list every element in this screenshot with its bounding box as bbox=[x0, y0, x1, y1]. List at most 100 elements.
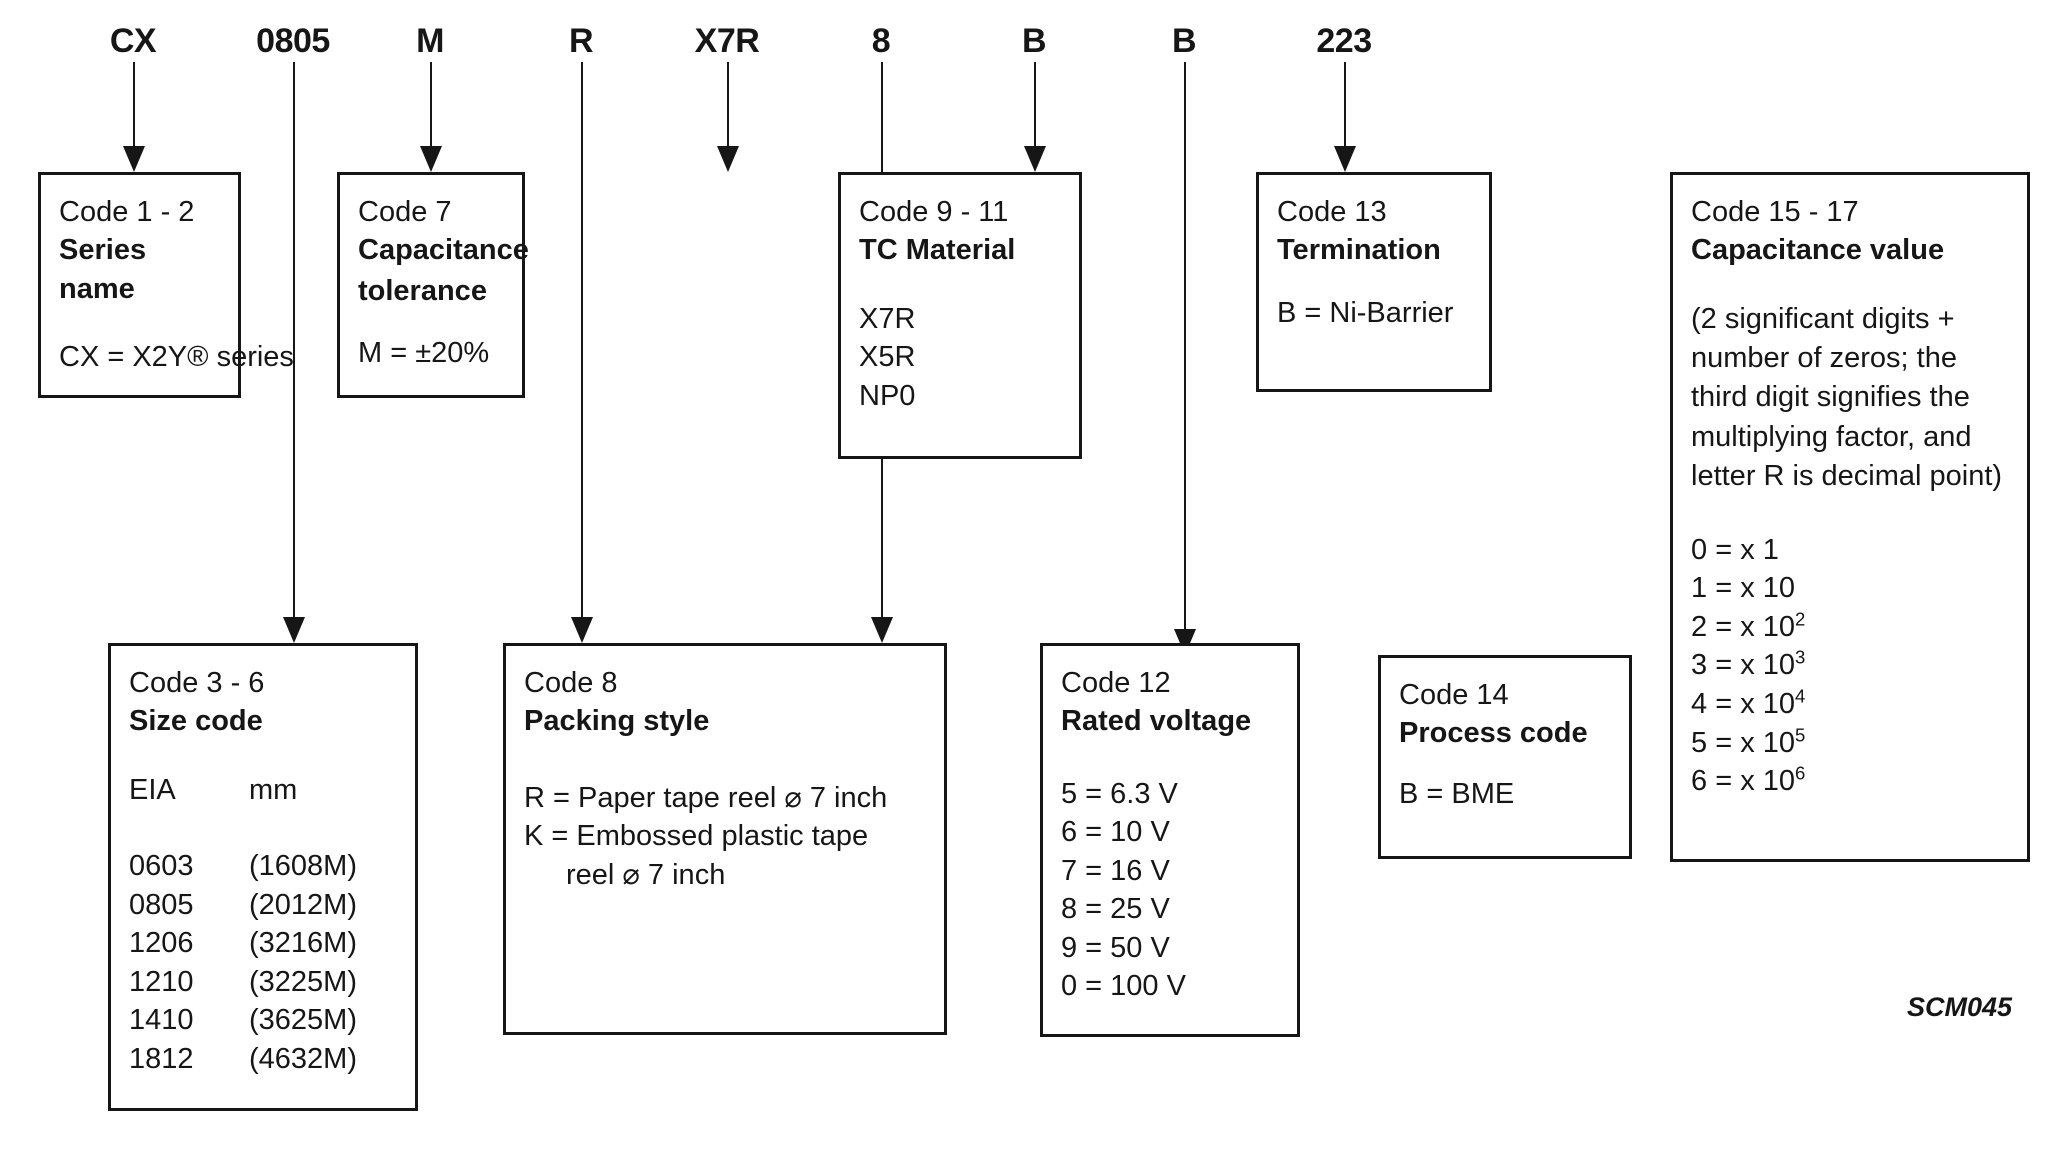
multiplier-row: 5 = x 105 bbox=[1691, 723, 1806, 759]
series-name-title: Series name bbox=[59, 234, 147, 305]
multiplier-factor: x 10 bbox=[1740, 765, 1796, 798]
capacitance-tolerance-line-1: M = ±20% bbox=[358, 336, 490, 369]
tc-material-line-1: X7R bbox=[859, 302, 916, 335]
capacitance-value-multiplier-list: 0 = x 1 1 = x 10 2 = x 102 3 = x 103 4 =… bbox=[1691, 531, 2013, 801]
size-code-header-eia: EIA bbox=[129, 773, 176, 806]
table-row: 0603 (1608M) bbox=[129, 847, 401, 886]
multiplier-factor: x 10 bbox=[1740, 572, 1796, 605]
box-termination: Code 13 Termination B = Ni-Barrier bbox=[1256, 172, 1492, 392]
size-code-eia: 0805 bbox=[129, 888, 194, 921]
multiplier-row: 3 = x 103 bbox=[1691, 646, 1806, 682]
multiplier-row: 0 = x 1 bbox=[1691, 533, 1779, 566]
multiplier-row: 2 = x 102 bbox=[1691, 608, 1806, 643]
table-row: 1410 (3625M) bbox=[129, 1001, 401, 1040]
multiplier-digit: 1 bbox=[1691, 572, 1708, 605]
connector-packing bbox=[581, 62, 583, 619]
code-label-tc-material: X7R bbox=[694, 22, 760, 60]
size-code-eia: 1206 bbox=[129, 927, 194, 960]
arrowhead-rated-voltage-icon bbox=[871, 617, 893, 643]
box-tc-material: Code 9 - 11 TC Material X7R X5R NP0 bbox=[838, 172, 1082, 459]
packing-style-line-2-continuation: reel ⌀ 7 inch bbox=[566, 858, 726, 891]
capacitance-value-code: Code 15 - 17 bbox=[1691, 196, 1859, 228]
box-capacitance-tolerance: Code 7 Capacitance tolerance M = ±20% bbox=[337, 172, 529, 398]
connector-process bbox=[1184, 62, 1186, 631]
code-label-capacitance-value: 223 bbox=[1316, 22, 1372, 60]
capacitance-value-description: (2 significant digits + number of zeros;… bbox=[1691, 302, 2003, 493]
size-code-mm: (3225M) bbox=[249, 965, 357, 998]
connector-termination bbox=[1034, 62, 1036, 148]
size-code-table: EIA mm 0603 (1608M) 0805 (2012M) 1206 (3… bbox=[129, 771, 401, 1079]
code-label-tolerance: M bbox=[416, 22, 444, 60]
connector-capacitance-value bbox=[1344, 62, 1346, 148]
code-label-series: CX bbox=[109, 22, 157, 60]
arrowhead-series-icon bbox=[123, 146, 145, 172]
size-code-mm: (4632M) bbox=[249, 1042, 357, 1075]
process-code-title: Process code bbox=[1399, 717, 1588, 750]
packing-style-title: Packing style bbox=[524, 705, 710, 738]
multiplier-digit: 2 bbox=[1691, 610, 1708, 643]
table-row: 1812 (4632M) bbox=[129, 1040, 401, 1079]
table-row: 1210 (3225M) bbox=[129, 963, 401, 1002]
arrowhead-size-icon bbox=[283, 617, 305, 643]
size-code-eia: 1410 bbox=[129, 1004, 194, 1037]
size-code-table-header: EIA mm bbox=[129, 771, 401, 810]
packing-style-line-1: R = Paper tape reel ⌀ 7 inch bbox=[524, 781, 888, 814]
capacitance-tolerance-code: Code 7 bbox=[358, 196, 452, 228]
tc-material-line-3: NP0 bbox=[859, 379, 916, 412]
multiplier-row: 6 = x 106 bbox=[1691, 762, 1806, 798]
box-series-name: Code 1 - 2 Series name CX = X2Y® series bbox=[38, 172, 294, 398]
arrowhead-tolerance-icon bbox=[420, 146, 442, 172]
box-rated-voltage: Code 12 Rated voltage 5 = 6.3 V 6 = 10 V… bbox=[1040, 643, 1300, 1037]
process-code-line-1: B = BME bbox=[1399, 777, 1515, 810]
packing-style-code: Code 8 bbox=[524, 667, 618, 699]
multiplier-factor: x 10 bbox=[1740, 610, 1796, 643]
multiplier-digit: 3 bbox=[1691, 649, 1708, 682]
arrowhead-capacitance-value-icon bbox=[1334, 146, 1356, 172]
multiplier-digit: 5 bbox=[1691, 726, 1708, 759]
termination-code: Code 13 bbox=[1277, 196, 1387, 228]
rated-voltage-line-2: 6 = 10 V bbox=[1061, 816, 1170, 849]
multiplier-factor: x 10 bbox=[1740, 687, 1796, 720]
multiplier-factor: x 10 bbox=[1740, 726, 1796, 759]
size-code-title: Size code bbox=[129, 705, 263, 738]
connector-size bbox=[293, 62, 295, 619]
size-code-mm: (3216M) bbox=[249, 927, 357, 960]
multiplier-digit: 6 bbox=[1691, 765, 1708, 798]
arrowhead-termination-icon bbox=[1024, 146, 1046, 172]
size-code-mm: (2012M) bbox=[249, 888, 357, 921]
connector-tolerance bbox=[430, 62, 432, 148]
size-code-mm: (3625M) bbox=[249, 1004, 357, 1037]
code-label-process: B bbox=[1171, 22, 1197, 60]
capacitance-tolerance-title-line-2: tolerance bbox=[358, 274, 487, 307]
series-name-code: Code 1 - 2 bbox=[59, 196, 195, 228]
tc-material-title: TC Material bbox=[859, 234, 1016, 267]
capacitance-tolerance-title-line-1: Capacitance bbox=[358, 234, 529, 267]
figure-code: SCM045 bbox=[1907, 992, 2013, 1022]
size-code-table-spacer bbox=[129, 809, 401, 847]
size-code-eia: 1210 bbox=[129, 965, 194, 998]
multiplier-row: 1 = x 10 bbox=[1691, 572, 1796, 605]
rated-voltage-line-4: 8 = 25 V bbox=[1061, 893, 1170, 926]
process-code-code: Code 14 bbox=[1399, 679, 1509, 711]
tc-material-line-2: X5R bbox=[859, 341, 916, 374]
rated-voltage-line-5: 9 = 50 V bbox=[1061, 931, 1170, 964]
multiplier-digit: 0 bbox=[1691, 533, 1708, 566]
packing-style-line-2: K = Embossed plastic tape bbox=[524, 820, 869, 853]
multiplier-exponent: 4 bbox=[1795, 685, 1806, 707]
size-code-mm: (1608M) bbox=[249, 850, 357, 883]
rated-voltage-line-1: 5 = 6.3 V bbox=[1061, 777, 1178, 810]
multiplier-digit: 4 bbox=[1691, 687, 1708, 720]
capacitance-value-title: Capacitance value bbox=[1691, 234, 1945, 267]
connector-series bbox=[133, 62, 135, 148]
multiplier-factor: x 1 bbox=[1740, 533, 1779, 566]
multiplier-exponent: 2 bbox=[1795, 608, 1806, 630]
code-label-rated-voltage: 8 bbox=[871, 22, 891, 60]
tc-material-code: Code 9 - 11 bbox=[859, 196, 1009, 228]
connector-tc-material bbox=[727, 62, 729, 148]
multiplier-factor: x 10 bbox=[1740, 649, 1796, 682]
termination-title: Termination bbox=[1277, 234, 1441, 267]
size-code-eia: 0603 bbox=[129, 850, 194, 883]
table-row: 0805 (2012M) bbox=[129, 886, 401, 925]
box-packing-style: Code 8 Packing style R = Paper tape reel… bbox=[503, 643, 947, 1035]
